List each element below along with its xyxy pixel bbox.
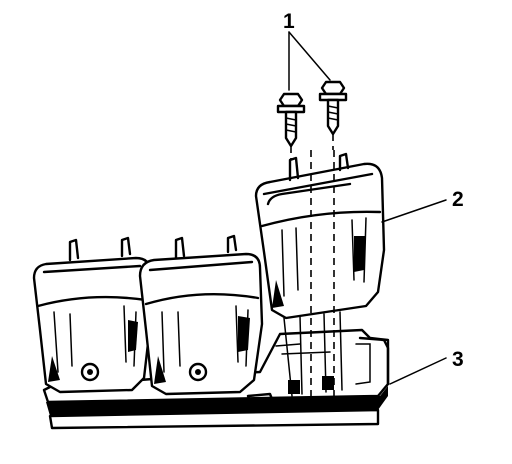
callout-2: 2 — [452, 188, 464, 211]
coil-bolt-right — [318, 80, 348, 136]
installation-guide-lines — [290, 134, 335, 400]
ignition-coil-middle — [138, 234, 276, 408]
callout-3: 3 — [452, 348, 464, 371]
ignition-coil-left — [32, 236, 152, 394]
leader-lines — [288, 31, 447, 385]
coil-bolt-left — [276, 92, 306, 148]
ignition-coil-right — [254, 152, 386, 397]
callout-1: 1 — [283, 10, 295, 33]
